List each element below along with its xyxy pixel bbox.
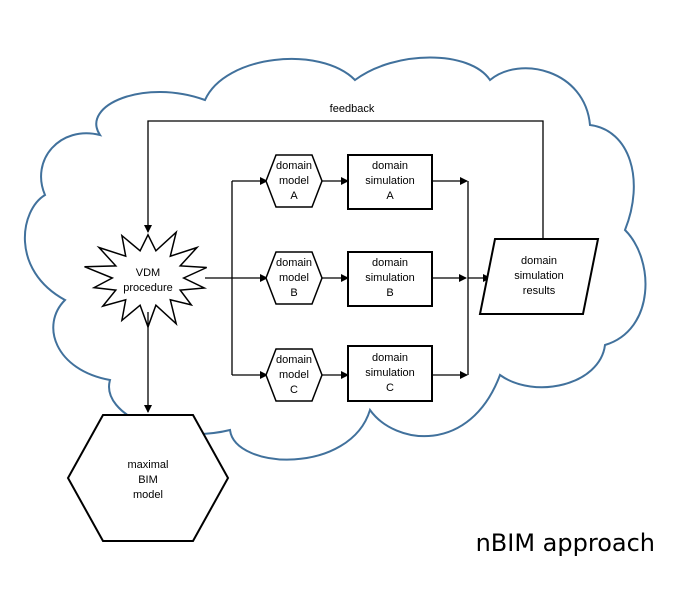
domain-simulation-b-line2: simulation <box>365 272 415 284</box>
feedback-connector <box>144 120 544 240</box>
row-a: domain model A domain simulation A <box>232 154 468 210</box>
domain-model-c-line3: C <box>290 384 298 396</box>
bim-label-line1: maximal <box>128 459 169 471</box>
bim-label-line3: model <box>133 489 163 501</box>
domain-model-b-line2: model <box>279 272 309 284</box>
domain-simulation-b-line1: domain <box>372 257 408 269</box>
domain-model-b-hexagon <box>265 251 323 305</box>
feedback-label: feedback <box>330 103 375 115</box>
domain-simulation-c-line1: domain <box>372 352 408 364</box>
domain-model-c-line1: domain <box>276 354 312 366</box>
domain-simulation-a-line2: simulation <box>365 175 415 187</box>
domain-simulation-b-line3: B <box>386 287 393 299</box>
row-b: domain model B domain simulation B <box>232 251 467 307</box>
diagram-title: nBIM approach <box>476 529 655 557</box>
domain-simulation-a-line3: A <box>386 190 394 202</box>
domain-model-a-line3: A <box>290 190 298 202</box>
domain-model-c-hexagon <box>265 348 323 402</box>
domain-simulation-a-box <box>347 154 433 210</box>
domain-simulation-b-box <box>347 251 433 307</box>
bim-label-line2: BIM <box>138 474 158 486</box>
results-label-line3: results <box>523 285 556 297</box>
domain-model-a-hexagon <box>265 154 323 208</box>
cloud-shape <box>23 56 647 461</box>
domain-model-a-line1: domain <box>276 160 312 172</box>
results-label-line1: domain <box>521 255 557 267</box>
row-c: domain model C domain simulation C <box>232 345 468 402</box>
distribution-connector <box>205 181 233 375</box>
vdm-label-line1: VDM <box>136 267 160 279</box>
domain-simulation-c-line2: simulation <box>365 367 415 379</box>
maximal-bim-model-node: maximal BIM model <box>66 414 230 542</box>
vdm-procedure-node: VDM procedure <box>84 229 208 330</box>
results-label-line2: simulation <box>514 270 564 282</box>
domain-simulation-c-line3: C <box>386 382 394 394</box>
domain-model-c-line2: model <box>279 369 309 381</box>
domain-simulation-c-box <box>347 345 433 402</box>
domain-model-b-line1: domain <box>276 257 312 269</box>
domain-model-b-line3: B <box>290 287 297 299</box>
vdm-label-line2: procedure <box>123 282 173 294</box>
domain-simulation-a-line1: domain <box>372 160 408 172</box>
domain-simulation-results-node: domain simulation results <box>478 238 600 315</box>
domain-model-a-line2: model <box>279 175 309 187</box>
